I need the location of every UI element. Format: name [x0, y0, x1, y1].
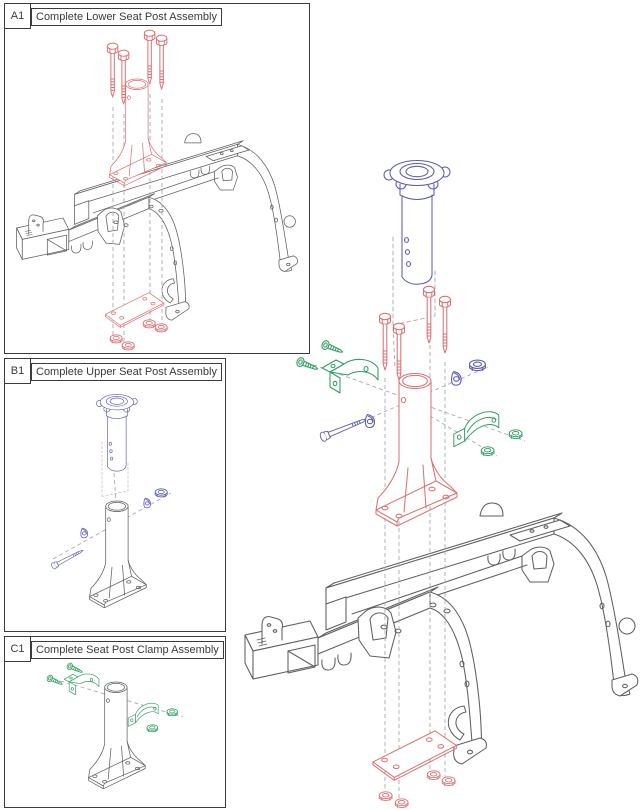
frame-drawing	[244, 502, 639, 765]
plate-nut-drawing	[378, 770, 456, 808]
panel-id: A1	[10, 10, 25, 22]
panel-id: C1	[10, 643, 25, 655]
panel-title: Complete Upper Seat Post Assembly	[31, 363, 222, 381]
lower-assembly-drawing	[16, 29, 298, 351]
upper-post-washer-nut-drawing	[451, 359, 486, 386]
mounting-plate-drawing	[372, 730, 457, 781]
panel-id-badge: B1	[4, 358, 31, 384]
panel-seat-post-clamp: C1 Complete Seat Post Clamp Assembly	[4, 636, 226, 808]
panel-id-badge: C1	[4, 636, 31, 662]
panel-upper-seat-post: B1 Complete Upper Seat Post Assembly	[4, 358, 226, 632]
panel-title: Complete Lower Seat Post Assembly	[31, 8, 222, 26]
seat-post-clamp-strap-drawing	[453, 411, 523, 456]
panel-id: B1	[10, 365, 25, 377]
panel-title: Complete Seat Post Clamp Assembly	[31, 641, 224, 659]
panel-lower-seat-post: A1 Complete Lower Seat Post Assembly	[4, 3, 310, 354]
panel-id-badge: A1	[4, 3, 31, 29]
upper-post-bolt-drawing	[318, 413, 376, 443]
clamp-assembly-drawing	[45, 661, 184, 790]
seat-post-clamp-bracket-drawing	[321, 358, 379, 394]
upper-assembly-drawing	[50, 394, 172, 609]
hex-bolt-drawing	[378, 285, 452, 381]
